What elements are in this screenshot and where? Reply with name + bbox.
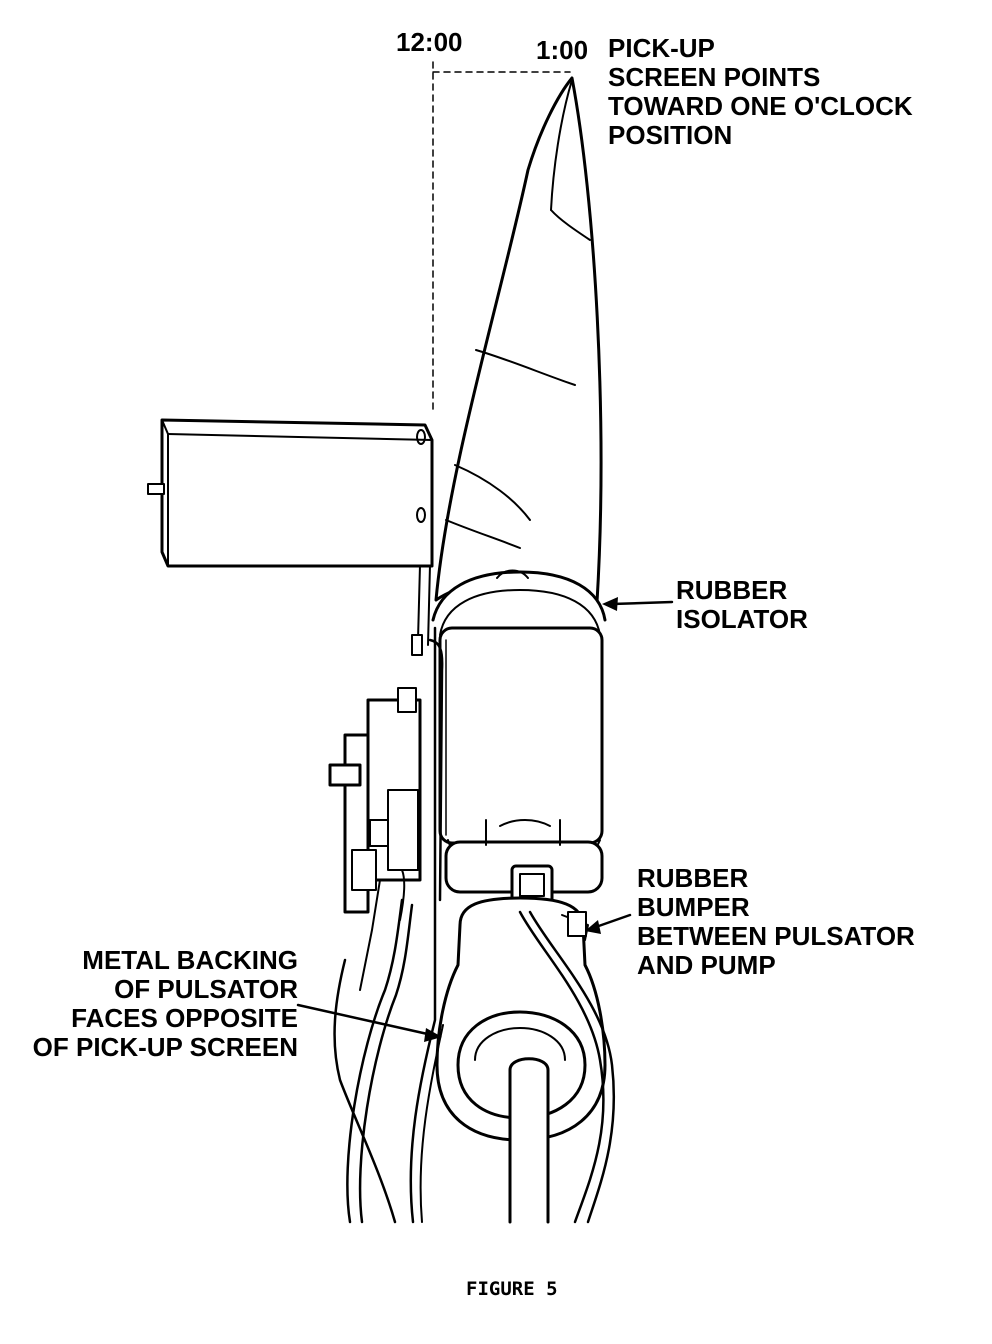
label-line: ISOLATOR: [676, 604, 808, 634]
label-line: RUBBER: [637, 863, 749, 893]
label-line: PICK-UP: [608, 33, 715, 63]
label-line: SCREEN POINTS: [608, 62, 821, 92]
label-line: AND PUMP: [637, 950, 776, 980]
label-line: METAL BACKING: [82, 945, 298, 975]
level-sender-bracket: [328, 564, 444, 1224]
label-rubber-isolator: RUBBER ISOLATOR: [676, 576, 808, 634]
label-one-oclock: 1:00: [536, 35, 589, 65]
fuel-level-float: [147, 418, 434, 568]
clock-reference-lines: [432, 61, 571, 413]
label-metal-backing: METAL BACKING OF PULSATOR FACES OPPOSITE…: [33, 946, 298, 1062]
pump-wires: [346, 898, 616, 1224]
label-line: RUBBER: [676, 575, 788, 605]
outlet-tube: [508, 1057, 550, 1224]
label-line: FACES OPPOSITE: [71, 1003, 298, 1033]
leader-arrowheads: [424, 597, 618, 1042]
label-line: OF PICK-UP SCREEN: [32, 1032, 298, 1062]
label-rubber-bumper: RUBBER BUMPER BETWEEN PULSATOR AND PUMP: [637, 864, 915, 980]
pickup-screen: [434, 76, 603, 604]
label-line: OF PULSATOR: [114, 974, 298, 1004]
label-line: BUMPER: [637, 892, 750, 922]
label-line: TOWARD ONE O'CLOCK: [608, 91, 913, 121]
label-line: BETWEEN PULSATOR: [637, 921, 915, 951]
figure-caption: FIGURE 5: [466, 1278, 558, 1300]
label-line: POSITION: [608, 120, 733, 150]
label-pickup-screen: PICK-UP SCREEN POINTS TOWARD ONE O'CLOCK…: [608, 34, 913, 150]
pump-body: [431, 569, 607, 894]
label-twelve-oclock: 12:00: [396, 27, 463, 57]
